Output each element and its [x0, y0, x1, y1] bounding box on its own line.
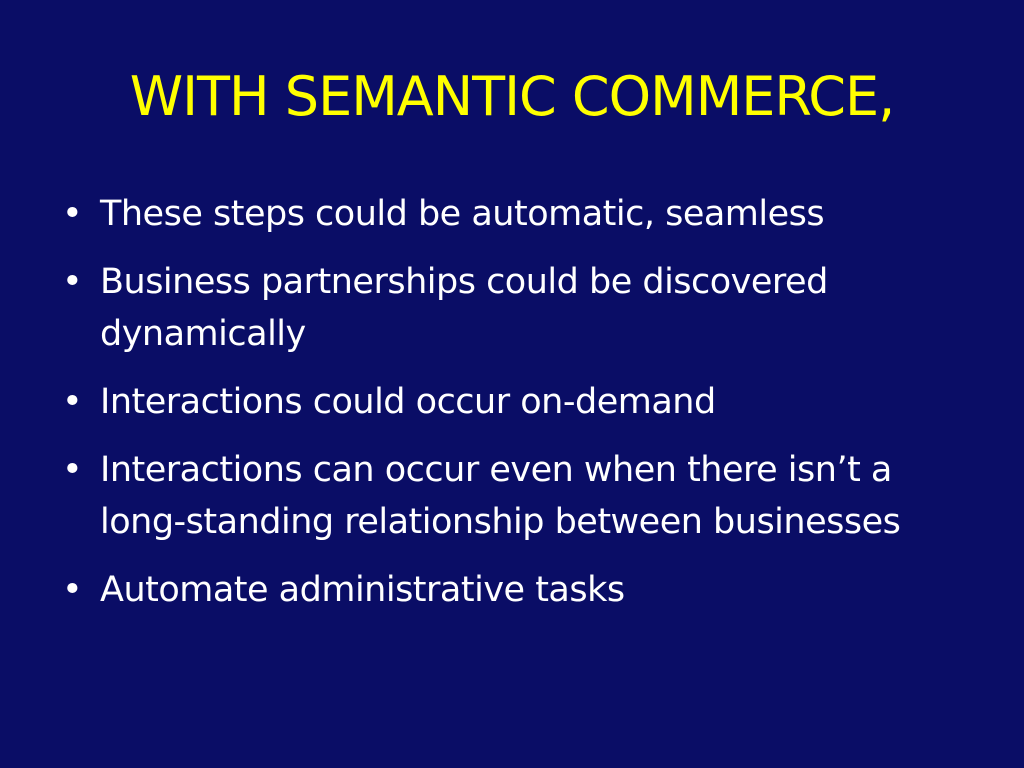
bullet-marker: • — [62, 382, 83, 422]
bullet-text: Interactions can occur even when there i… — [100, 450, 901, 542]
bullet-item: • Business partnerships could be discove… — [62, 256, 972, 360]
bullet-marker: • — [62, 570, 83, 610]
bullet-text: Interactions could occur on-demand — [100, 382, 716, 422]
bullet-text: These steps could be automatic, seamless — [100, 194, 825, 234]
bullet-item: • Automate administrative tasks — [62, 564, 972, 616]
bullet-item: • Interactions could occur on-demand — [62, 376, 972, 428]
bullet-item: • Interactions can occur even when there… — [62, 444, 972, 548]
bullet-item: • These steps could be automatic, seamle… — [62, 188, 972, 240]
slide-title: WITH SEMANTIC COMMERCE, — [129, 65, 896, 128]
bullet-marker: • — [62, 262, 83, 302]
bullet-marker: • — [62, 450, 83, 490]
bullet-text: Automate administrative tasks — [100, 570, 625, 610]
bullet-marker: • — [62, 194, 83, 234]
bullet-list: • These steps could be automatic, seamle… — [62, 188, 972, 632]
bullet-text: Business partnerships could be discovere… — [100, 262, 828, 354]
